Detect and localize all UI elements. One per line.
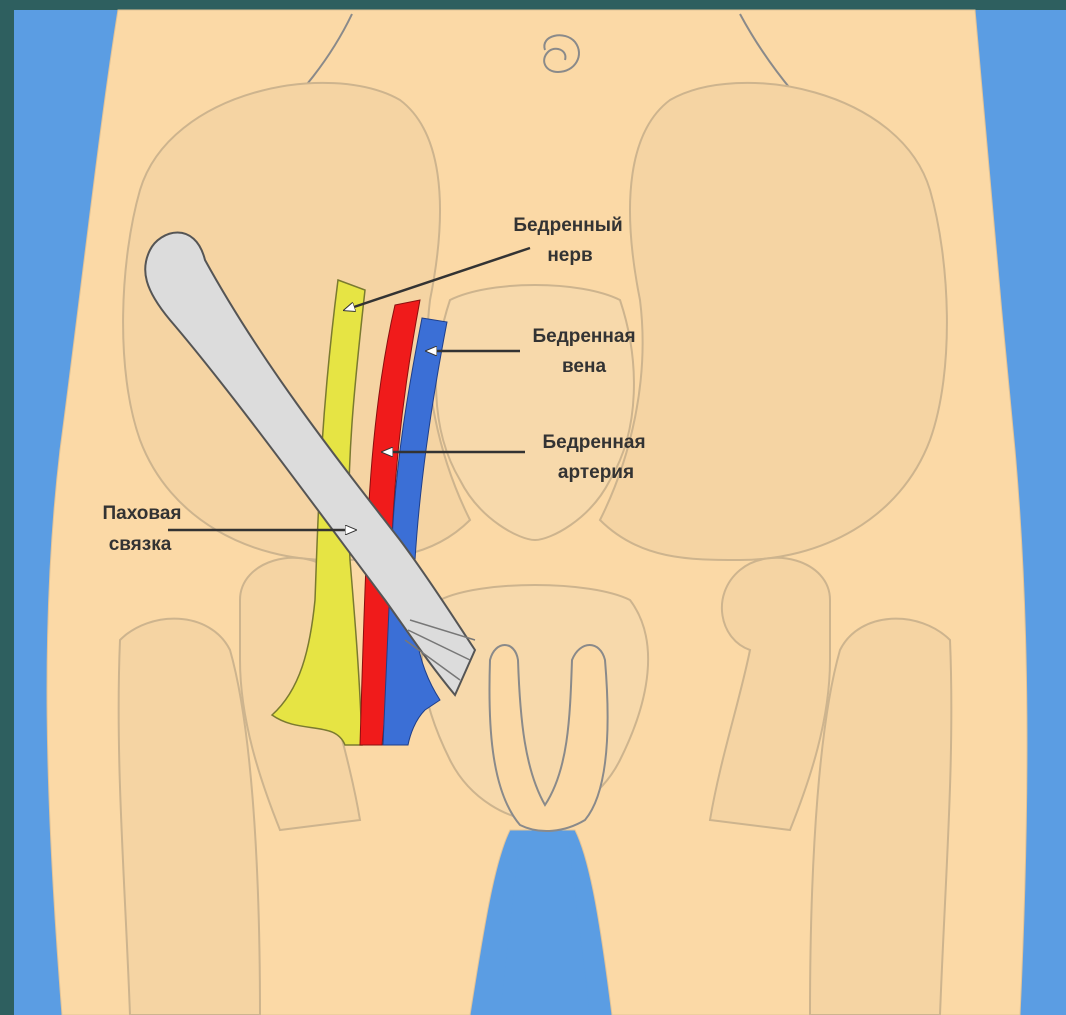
label-femoral-vein: Бедренная xyxy=(532,326,635,347)
label-femoral-artery-line2: артерия xyxy=(558,462,634,483)
label-femoral-vein-line2: вена xyxy=(562,356,606,377)
label-inguinal-ligament-line2: связка xyxy=(109,534,172,555)
label-inguinal-ligament: Паховая xyxy=(102,503,181,524)
label-femoral-nerve-line2: нерв xyxy=(547,245,592,266)
label-femoral-artery: Бедренная xyxy=(542,432,645,453)
label-femoral-nerve: Бедренный xyxy=(513,215,622,236)
